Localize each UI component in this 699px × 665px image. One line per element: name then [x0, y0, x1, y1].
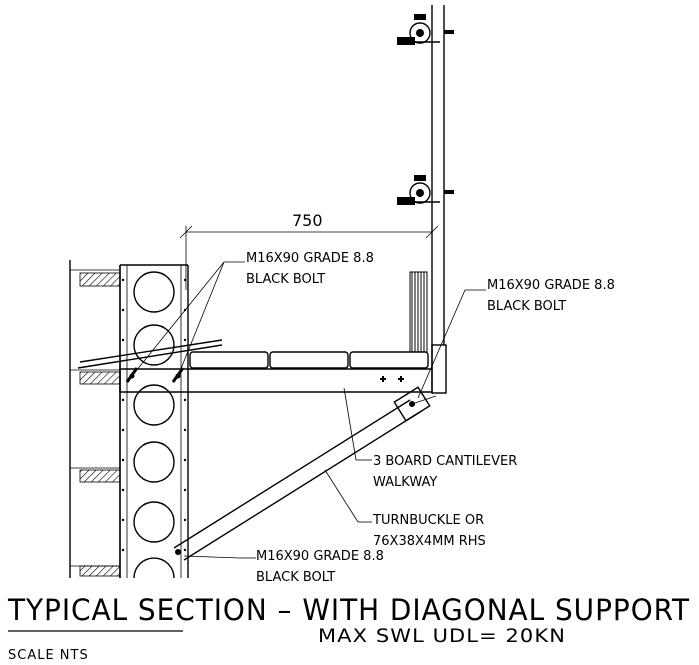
diagonal-support	[173, 386, 437, 561]
svg-text:M16X90 GRADE 8.8: M16X90 GRADE 8.8	[246, 251, 374, 266]
coupler-icon	[397, 14, 454, 45]
tie-bar	[77, 344, 223, 369]
svg-text:3 BOARD CANTILEVER: 3 BOARD CANTILEVER	[373, 454, 517, 469]
callout-bolt-top-left: M16X90 GRADE 8.8 BLACK BOLT	[246, 251, 374, 287]
svg-text:M16X90 GRADE 8.8: M16X90 GRADE 8.8	[487, 278, 615, 293]
svg-text:TURNBUCKLE OR: TURNBUCKLE OR	[372, 513, 484, 528]
drawing-title: TYPICAL SECTION – WITH DIAGONAL SUPPORT	[7, 593, 690, 627]
coupler-icon	[397, 175, 454, 205]
svg-text:BLACK BOLT: BLACK BOLT	[256, 570, 335, 585]
cellular-column	[119, 264, 189, 579]
scale-label: SCALE NTS	[8, 648, 89, 663]
svg-text:WALKWAY: WALKWAY	[373, 475, 437, 490]
leader-lines	[131, 261, 486, 559]
dimension-label: 750	[292, 211, 323, 230]
svg-text:BLACK BOLT: BLACK BOLT	[246, 272, 325, 287]
callout-bolt-top-right: M16X90 GRADE 8.8 BLACK BOLT	[487, 278, 615, 314]
svg-text:M16X90 GRADE 8.8: M16X90 GRADE 8.8	[256, 549, 384, 564]
toe-board	[409, 271, 428, 353]
svg-text:76X38X4MM RHS: 76X38X4MM RHS	[373, 534, 486, 549]
load-rating: MAX SWL UDL= 20KN	[318, 625, 566, 647]
callout-walkway: 3 BOARD CANTILEVER WALKWAY	[373, 454, 517, 490]
svg-text:BLACK BOLT: BLACK BOLT	[487, 299, 566, 314]
bracket-bolts	[125, 367, 185, 383]
callout-turnbuckle: TURNBUCKLE OR 76X38X4MM RHS	[372, 513, 486, 549]
left-structure	[69, 260, 121, 578]
dimension-line	[179, 225, 439, 290]
handrail-post	[431, 5, 445, 345]
walkway-boards	[189, 351, 429, 369]
callout-bolt-bottom: M16X90 GRADE 8.8 BLACK BOLT	[256, 549, 384, 585]
cantilever-bracket	[119, 344, 447, 394]
